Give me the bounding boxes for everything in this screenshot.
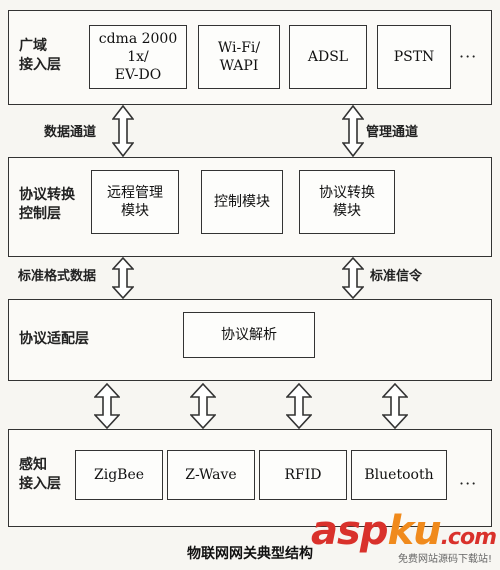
- rfid-box: RFID: [259, 450, 347, 500]
- sensing-arrow-4: [382, 383, 408, 429]
- sensing-arrow-3: [286, 383, 312, 429]
- zwave-box: Z-Wave: [167, 450, 255, 500]
- data-channel-arrow: [112, 105, 134, 157]
- wan-ellipsis: ···: [459, 47, 478, 66]
- watermark-asp: asp: [311, 508, 388, 554]
- standard-signal-arrow: [342, 257, 364, 299]
- watermark-logo: aspku.com: [311, 508, 497, 554]
- remote-management-module-box: 远程管理 模块: [91, 170, 179, 234]
- wan-access-layer: 广域 接入层 cdma 2000 1x/ EV-DO Wi-Fi/ WAPI A…: [8, 10, 492, 105]
- watermark-ku: ku: [387, 508, 441, 554]
- wifi-wapi-box: Wi-Fi/ WAPI: [198, 25, 280, 89]
- watermark-subtitle: 免费网站源码下载站!: [397, 554, 492, 565]
- protocol-parsing-box: 协议解析: [183, 312, 315, 358]
- protocol-conversion-control-layer: 协议转换 控制层 远程管理 模块 控制模块 协议转换 模块: [8, 157, 492, 257]
- sensing-access-layer-label: 感知 接入层: [19, 457, 61, 492]
- sensing-ellipsis: ···: [459, 474, 478, 493]
- cdma-box: cdma 2000 1x/ EV-DO: [89, 25, 187, 89]
- aspku-watermark: aspku.com 免费网站源码下载站!: [311, 508, 497, 566]
- zigbee-box: ZigBee: [75, 450, 163, 500]
- standard-data-arrow: [112, 257, 134, 299]
- protocol-adaptation-layer-label: 协议适配层: [19, 331, 89, 347]
- management-channel-arrow: [342, 105, 364, 157]
- wan-access-layer-label: 广域 接入层: [19, 38, 61, 73]
- protocol-adaptation-layer: 协议适配层 协议解析: [8, 299, 492, 381]
- control-module-box: 控制模块: [201, 170, 283, 234]
- management-channel-label: 管理通道: [366, 125, 419, 140]
- watermark-tld: .com: [440, 525, 497, 550]
- sensing-access-layer: 感知 接入层 ZigBee Z-Wave RFID Bluetooth ···: [8, 429, 492, 527]
- protocol-conversion-layer-label: 协议转换 控制层: [19, 187, 75, 222]
- data-channel-label: 数据通道: [44, 125, 97, 140]
- adsl-box: ADSL: [289, 25, 367, 89]
- bluetooth-box: Bluetooth: [351, 450, 447, 500]
- standard-signal-label: 标准信令: [370, 269, 423, 284]
- pstn-box: PSTN: [377, 25, 451, 89]
- sensing-arrow-2: [190, 383, 216, 429]
- standard-data-label: 标准格式数据: [18, 269, 97, 284]
- protocol-conversion-module-box: 协议转换 模块: [299, 170, 395, 234]
- sensing-arrow-1: [94, 383, 120, 429]
- figure-caption: 物联网网关典型结构: [187, 546, 313, 562]
